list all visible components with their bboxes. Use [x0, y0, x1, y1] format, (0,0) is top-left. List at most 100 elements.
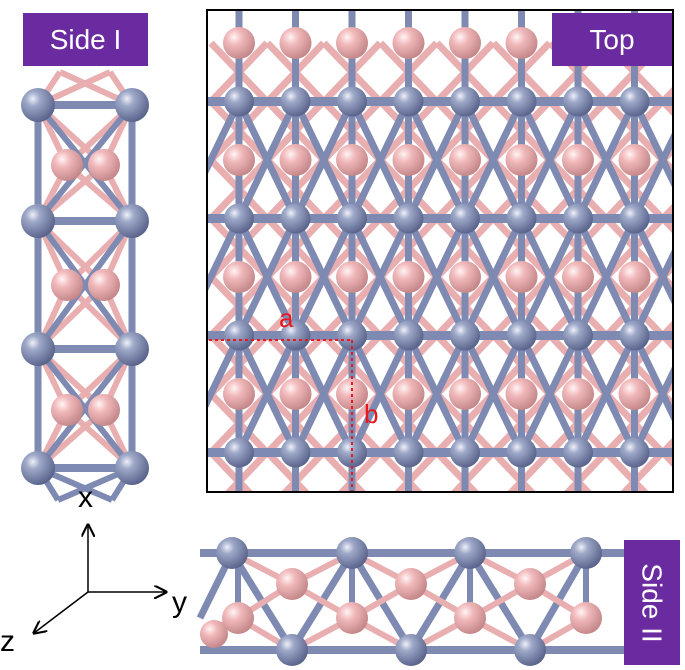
metal-atom: [337, 203, 367, 234]
side-one-label: Side I: [23, 13, 148, 66]
nonmetal-atom: [505, 378, 538, 410]
bond: [461, 333, 525, 455]
metal-atom: [450, 320, 480, 351]
metal-atom: [619, 320, 650, 351]
bond: [574, 99, 638, 221]
bond: [405, 216, 469, 338]
nonmetal-atom: [222, 602, 254, 634]
metal-atom: [619, 437, 650, 468]
nonmetal-atom: [223, 261, 255, 293]
bond: [405, 99, 469, 221]
nonmetal-atom: [280, 495, 312, 527]
nonmetal-atom: [675, 378, 685, 410]
metal-atom: [337, 437, 367, 468]
nonmetal-atom: [505, 27, 538, 59]
metal-atom: [450, 437, 480, 468]
bond: [461, 99, 525, 221]
nonmetal-atom: [279, 378, 312, 410]
nonmetal-atom: [279, 144, 312, 176]
axis-y-label: y: [172, 586, 187, 619]
metal-atom: [115, 204, 149, 238]
top-view-frame: [206, 9, 674, 493]
nonmetal-atom: [51, 149, 83, 181]
nonmetal-atom: [336, 602, 368, 634]
metal-atom: [393, 86, 424, 117]
nonmetal-atom: [454, 602, 486, 634]
metal-atom: [21, 451, 55, 485]
nonmetal-atom: [675, 495, 685, 527]
metal-atom: [393, 203, 424, 234]
bond: [348, 216, 412, 338]
metal-atom: [21, 204, 55, 238]
nonmetal-atom: [223, 27, 255, 59]
bond: [235, 99, 299, 221]
nonmetal-atom: [393, 495, 425, 527]
bond: [518, 333, 582, 455]
nonmetal-atom: [51, 269, 83, 301]
metal-atom: [337, 320, 367, 351]
nonmetal-atom: [279, 27, 312, 59]
nonmetal-atom: [336, 495, 368, 527]
bond: [461, 216, 525, 338]
nonmetal-atom: [392, 144, 425, 176]
metal-atom: [336, 537, 368, 569]
bond: [518, 99, 582, 221]
side-two-label-text: Side II: [637, 562, 669, 643]
nonmetal-atom: [392, 261, 425, 293]
axis-z-arrow-icon: [34, 591, 89, 633]
nonmetal-atom: [449, 378, 481, 410]
nonmetal-atom: [449, 27, 481, 59]
top-view-panel: [207, 10, 685, 527]
bond: [235, 333, 299, 455]
metal-atom: [276, 634, 308, 666]
nonmetal-atom: [618, 144, 651, 176]
nonmetal-atom: [562, 495, 594, 527]
metal-atom: [280, 437, 311, 468]
nonmetal-atom: [336, 27, 368, 59]
top-label: Top: [552, 13, 672, 66]
metal-atom: [280, 86, 311, 117]
metal-atom: [563, 203, 593, 234]
side-two-label: Side II: [624, 540, 680, 665]
nonmetal-atom: [449, 495, 481, 527]
lattice-b-label: b: [364, 399, 379, 429]
nonmetal-atom: [336, 144, 368, 176]
metal-atom: [676, 87, 685, 117]
nonmetal-atom: [675, 27, 685, 59]
nonmetal-atom: [392, 27, 425, 59]
nonmetal-atom: [51, 394, 83, 426]
metal-atom: [115, 332, 149, 366]
bond: [574, 216, 638, 338]
nonmetal-atom: [619, 495, 651, 527]
nonmetal-atom: [395, 568, 427, 600]
nonmetal-atom: [505, 144, 538, 176]
bond: [348, 333, 412, 455]
bond: [292, 99, 356, 221]
nonmetal-atom: [562, 144, 594, 176]
nonmetal-atom: [200, 620, 228, 648]
bond: [35, 219, 135, 351]
nonmetal-atom: [449, 144, 481, 176]
metal-atom: [676, 321, 685, 351]
bond: [207, 216, 243, 293]
metal-atom: [676, 204, 685, 234]
metal-atom: [393, 437, 424, 468]
bond: [631, 247, 673, 338]
nonmetal-atom: [88, 149, 120, 181]
nonmetal-atom: [449, 261, 481, 293]
metal-atom: [115, 88, 149, 122]
metal-atom: [506, 86, 537, 117]
nonmetal-atom: [279, 261, 312, 293]
metal-atom: [454, 537, 486, 569]
metal-atom: [563, 86, 593, 117]
lattice-vectors: [209, 339, 353, 491]
metal-atom: [224, 203, 254, 234]
bond: [235, 216, 299, 338]
bond: [405, 333, 469, 455]
bond: [631, 364, 673, 455]
nonmetal-atom: [675, 144, 685, 176]
side-view-one-panel: [21, 69, 149, 503]
metal-atom: [280, 203, 311, 234]
nonmetal-atom: [336, 261, 368, 293]
